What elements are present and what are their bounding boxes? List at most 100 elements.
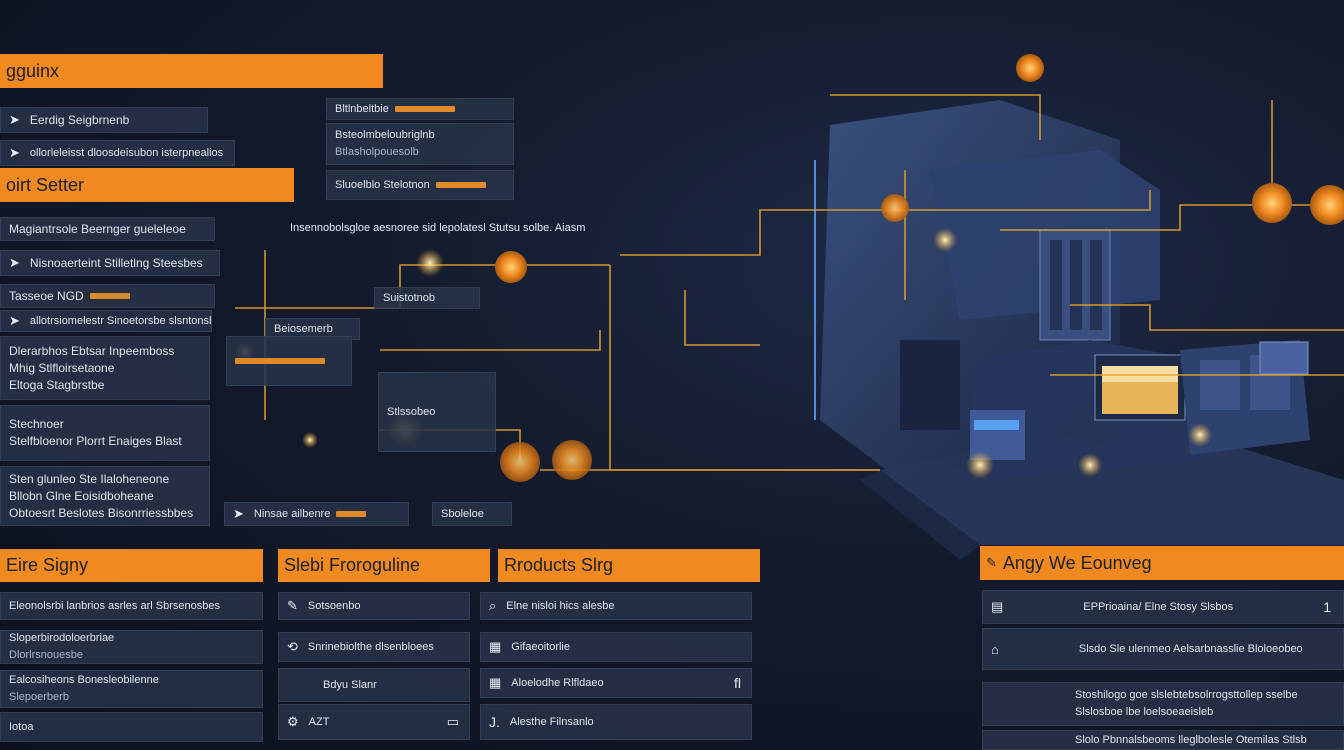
- connector-line: [684, 290, 760, 346]
- list-item[interactable]: Dlerarbhos Ebtsar Inpeemboss Mhig Stlflo…: [0, 336, 210, 400]
- list-item[interactable]: ➤ allotrsiomelestr Sinoetorsbe slsntonsb…: [0, 310, 212, 332]
- table-cell: Slepoerberb: [9, 691, 69, 703]
- sync-icon: ⟲: [287, 639, 298, 654]
- search-icon[interactable]: ⌕: [489, 598, 497, 613]
- orange-node: [1252, 183, 1292, 223]
- table-row[interactable]: J. Alesthe Filnsanlo: [480, 704, 752, 740]
- table-cell: Elne nisloi hics alesbe: [506, 600, 615, 612]
- progress-bar: [394, 106, 455, 112]
- table-row[interactable]: ✎ Sotsoenbo: [278, 592, 470, 620]
- connector-line: [1070, 304, 1344, 331]
- panel-header-setter: oirt Setter: [0, 168, 294, 202]
- orange-node: [1016, 54, 1044, 82]
- list-item[interactable]: Magiantrsole Beernger gueleleoe: [0, 217, 215, 241]
- gear-icon: ⚙: [287, 714, 299, 729]
- connector-line: [235, 264, 610, 309]
- list-item-label: Eltoga Stagbrstbe: [9, 377, 105, 392]
- arrow-icon: ➤: [9, 145, 20, 160]
- list-item-label: Stechnoer: [9, 417, 64, 431]
- glow-node: [416, 249, 444, 277]
- connector-line: [830, 94, 1041, 140]
- info-card[interactable]: Bsteolmbeloubriglnb Btlasholpouesolb: [326, 123, 514, 165]
- orange-node: [500, 442, 540, 482]
- table-row[interactable]: Iotoa: [0, 712, 263, 742]
- list-item-label: ollorleleisst dloosdeisubon isterpnealio…: [29, 147, 224, 159]
- panel-header-froroguline: Slebi Froroguline: [278, 549, 490, 582]
- table-cell: Sotsoenbo: [307, 600, 361, 612]
- list-item-label: Tasseoe NGD: [9, 289, 84, 303]
- list-item[interactable]: ⌂ Slsdo Sle ulenmeo Aelsarbnasslie Blolo…: [982, 628, 1344, 670]
- action-glyph[interactable]: fl: [734, 675, 741, 691]
- list-item-label: Slslosboe lbe loelsoeaeisleb: [1075, 706, 1214, 718]
- list-item-label: Slsdo Sle ulenmeo Aelsarbnasslie Bloloeo…: [1078, 643, 1303, 655]
- table-cell: Sloperbirodoloerbriae: [9, 632, 115, 644]
- progress-bar: [435, 182, 486, 188]
- info-card-label: Sluoelblo Stelotnon: [335, 179, 430, 191]
- action-glyph[interactable]: J.: [489, 714, 500, 730]
- table-cell: Eleonolsrbi lanbrios asrles arl Sbrsenos…: [9, 600, 220, 612]
- list-item-label: Magiantrsole Beernger gueleleoe: [9, 222, 186, 236]
- list-item-label: Sten glunleo Ste Ilaloheneone: [9, 471, 170, 486]
- edit-icon: ✎: [287, 598, 298, 613]
- connector-line: [620, 209, 890, 256]
- panel-header-products: Rroducts Slrg: [498, 549, 760, 582]
- connector-line: [1000, 204, 1344, 231]
- list-item[interactable]: Sten glunleo Ste Ilaloheneone Bllobn Gln…: [0, 466, 210, 526]
- status-card[interactable]: Sboleloe: [432, 502, 512, 526]
- table-cell: Bdyu Slanr: [323, 679, 377, 691]
- list-item[interactable]: ➤ ollorleleisst dloosdeisubon isterpneal…: [0, 140, 235, 166]
- table-row[interactable]: Eleonolsrbi lanbrios asrles arl Sbrsenos…: [0, 592, 263, 620]
- list-item-label: allotrsiomelestr Sinoetorsbe slsntonsbla…: [29, 315, 212, 327]
- list-item[interactable]: ➤ Nisnoaerteint Stilletlng Steesbes: [0, 250, 220, 276]
- info-card[interactable]: Sluoelblo Stelotnon: [326, 170, 514, 200]
- table-cell: Aloelodhe Rlfldaeo: [511, 677, 604, 689]
- list-item-label: Slolo Pbnnalsbeoms lleglbolesle Otemilas…: [1075, 734, 1307, 746]
- info-card-label: Btlasholpouesolb: [335, 146, 419, 158]
- table-cell: Alesthe Filnsanlo: [509, 716, 594, 728]
- progress-bar: [89, 293, 130, 299]
- node-card[interactable]: Suistotnob: [374, 287, 480, 309]
- table-cell: Iotoa: [9, 721, 34, 733]
- device-panel[interactable]: Stlssobeo: [378, 372, 496, 452]
- monitor-icon[interactable]: ▭: [446, 714, 459, 729]
- orange-node: [881, 194, 909, 222]
- grid-icon: ▦: [489, 675, 502, 690]
- info-card[interactable]: Bltlnbeltbie: [326, 98, 514, 120]
- home-icon: ⌂: [991, 641, 999, 657]
- table-row[interactable]: Ealcosiheons Bonesleobilenne Slepoerberb: [0, 670, 263, 708]
- list-item-label: Stoshilogo goe slslebtebsolrrogsttollep …: [1075, 689, 1298, 701]
- table-row[interactable]: ⟲ Snrinebiolthe dlsenbloees: [278, 632, 470, 662]
- table-row[interactable]: Bdyu Slanr: [278, 668, 470, 702]
- orange-node: [1310, 185, 1344, 225]
- list-item[interactable]: Stoshilogo goe slslebtebsolrrogsttollep …: [982, 682, 1344, 726]
- orange-node: [552, 440, 592, 480]
- table-cell: AZT: [308, 716, 330, 728]
- connector-line: [890, 190, 1151, 211]
- status-card[interactable]: ➤ Ninsae ailbenre: [224, 502, 409, 526]
- orange-node: [495, 251, 527, 283]
- node-card-label: Suistotnob: [383, 292, 435, 304]
- table-cell: Dlorlrsnouesbe: [9, 649, 83, 661]
- list-item[interactable]: ▤ EPPrioaina/ Elne Stosy Slsbos 1: [982, 590, 1344, 624]
- node-card-label: Beiosemerb: [274, 323, 333, 335]
- list-item[interactable]: Stechnoer Stelfbloenor Plorrt Enaiges Bl…: [0, 405, 210, 461]
- table-cell: Gifaeoitorlie: [511, 641, 570, 653]
- panel-header-right: ✎ Angy We Eounveg: [980, 546, 1344, 580]
- node-card[interactable]: [226, 336, 352, 386]
- progress-bar: [235, 358, 325, 364]
- machine-illustration: [814, 100, 1310, 480]
- list-item[interactable]: Slolo Pbnnalsbeoms lleglbolesle Otemilas…: [982, 730, 1344, 750]
- status-card-label: Ninsae ailbenre: [253, 508, 331, 520]
- table-row[interactable]: ▦ Gifaeoitorlie: [480, 632, 752, 662]
- list-item[interactable]: Tasseoe NGD: [0, 284, 215, 308]
- list-item[interactable]: ➤ Eerdig Seigbrnenb: [0, 107, 208, 133]
- table-row[interactable]: ⚙ AZT ▭: [278, 704, 470, 740]
- table-row[interactable]: ⌕ Elne nisloi hics alesbe: [480, 592, 752, 620]
- list-item-label: Stelfbloenor Plorrt Enaiges Blast: [9, 434, 182, 448]
- table-row[interactable]: ▦ Aloelodhe Rlfldaeo fl: [480, 668, 752, 698]
- list-item-label: Obtoesrt Beslotes Bisonrriessbbes: [9, 505, 194, 520]
- info-card-label: Bsteolmbeloubriglnb: [335, 129, 435, 141]
- table-row[interactable]: Sloperbirodoloerbriae Dlorlrsnouesbe: [0, 630, 263, 664]
- node-card[interactable]: Beiosemerb: [265, 318, 360, 340]
- panel-header-main: gguinx: [0, 54, 383, 88]
